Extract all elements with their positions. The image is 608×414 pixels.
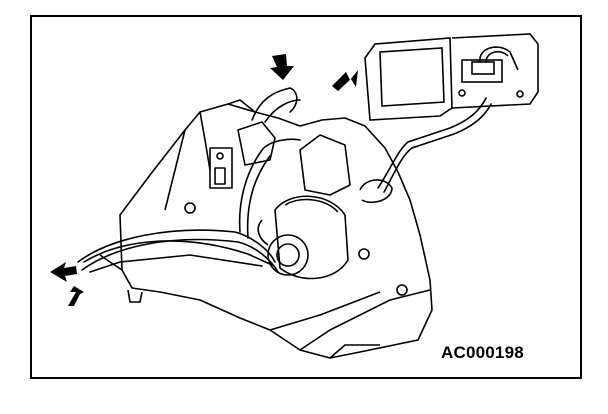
- fuel-lines: [77, 87, 492, 273]
- arrow-canister: [332, 70, 358, 91]
- canister-box: [364, 33, 539, 121]
- pointer-arrows: [50, 54, 358, 306]
- arrow-top: [270, 54, 294, 80]
- figure-code-label: AC000198: [441, 343, 524, 362]
- arrow-left-upper: [50, 262, 77, 282]
- figure-frame: [30, 15, 582, 379]
- fuel-tank-body: [99, 99, 433, 359]
- arrow-left-lower: [68, 286, 84, 306]
